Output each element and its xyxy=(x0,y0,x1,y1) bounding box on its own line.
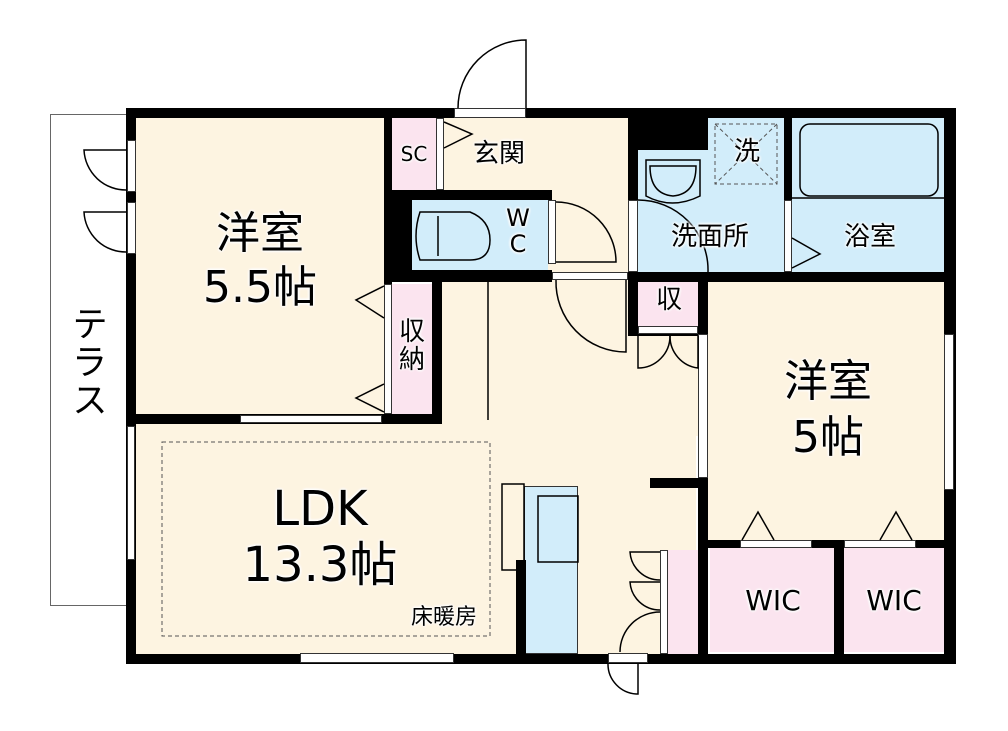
wall-kitchen-stub xyxy=(650,478,698,488)
window-room1-left-2 xyxy=(127,202,136,254)
hall-door xyxy=(552,272,628,280)
kitchen-storage xyxy=(668,550,698,654)
floor-heating-area xyxy=(161,441,491,637)
terrace-area xyxy=(50,114,128,606)
storage-closet-label: 収 納 xyxy=(398,317,425,376)
wall-bath-left xyxy=(784,118,792,280)
wall-room1-right xyxy=(384,118,392,284)
washer-space-icon xyxy=(714,123,778,185)
toilet-label: W C xyxy=(506,204,530,258)
kitchen-storage-door xyxy=(660,550,668,654)
wic1-label: WIC xyxy=(745,584,801,617)
storage-small xyxy=(638,282,698,328)
entrance-sc-divider xyxy=(436,118,444,190)
bathtub-icon xyxy=(799,123,939,197)
entrance-label: 玄関 xyxy=(472,139,525,169)
washer-label: 洗 xyxy=(733,137,760,167)
wic2-label: WIC xyxy=(866,584,922,617)
room1-size: 5.5帖 xyxy=(203,262,317,313)
back-door-opening xyxy=(608,653,648,663)
wall-counter-stub xyxy=(516,560,526,654)
closet-door xyxy=(384,284,392,414)
wall-wic-top xyxy=(708,540,944,548)
window-room2-right xyxy=(944,334,954,490)
entrance-door-swing-icon xyxy=(457,39,527,109)
washroom-label: 洗面所 xyxy=(670,222,749,252)
window-ldk-bottom xyxy=(300,653,454,663)
shoe-closet xyxy=(392,118,436,190)
outer-wall-bottom xyxy=(126,654,956,664)
wall-closet-right xyxy=(432,280,442,424)
storage-door xyxy=(638,326,698,334)
storage-closet xyxy=(392,284,432,414)
bathroom-label: 浴室 xyxy=(843,222,896,252)
wic-2 xyxy=(844,548,944,652)
toilet-icon xyxy=(415,211,491,261)
room1-name: 洋室 xyxy=(216,208,304,259)
shoe-closet-label: SC xyxy=(400,142,428,166)
window-room1-left-1 xyxy=(127,140,136,192)
wall-entrance-bottom xyxy=(384,190,552,200)
wall-toilet-left xyxy=(392,190,412,280)
toilet-door xyxy=(548,200,556,264)
ldk-room xyxy=(136,424,696,654)
wall-wash-top-block xyxy=(638,118,708,150)
wash-door xyxy=(628,200,638,272)
window-room2-left xyxy=(698,334,708,478)
wic1-door xyxy=(740,540,812,548)
wall-toilet-bottom xyxy=(384,270,552,282)
wic-1 xyxy=(710,548,834,652)
outer-wall-top xyxy=(126,108,956,118)
terrace-label: テラス xyxy=(65,305,107,419)
room2-size: 5帖 xyxy=(792,412,864,463)
wic2-door xyxy=(844,540,916,548)
western-room-2 xyxy=(708,282,944,540)
window-ldk-left xyxy=(127,426,135,560)
ldk-name: LDK xyxy=(272,481,368,537)
bathroom xyxy=(792,118,944,272)
room1-door xyxy=(240,415,382,423)
ldk-size: 13.3帖 xyxy=(242,537,398,593)
wall-wic-divider xyxy=(834,540,844,654)
western-room-1 xyxy=(136,118,384,416)
entrance-door-opening xyxy=(454,108,526,118)
room2-name: 洋室 xyxy=(784,356,872,407)
bath-door xyxy=(784,200,792,272)
storage-small-label: 収 xyxy=(655,285,682,315)
outer-wall-left xyxy=(126,108,136,664)
washbasin-icon xyxy=(645,159,701,204)
ldk-floor-heating-note: 床暖房 xyxy=(410,605,477,630)
